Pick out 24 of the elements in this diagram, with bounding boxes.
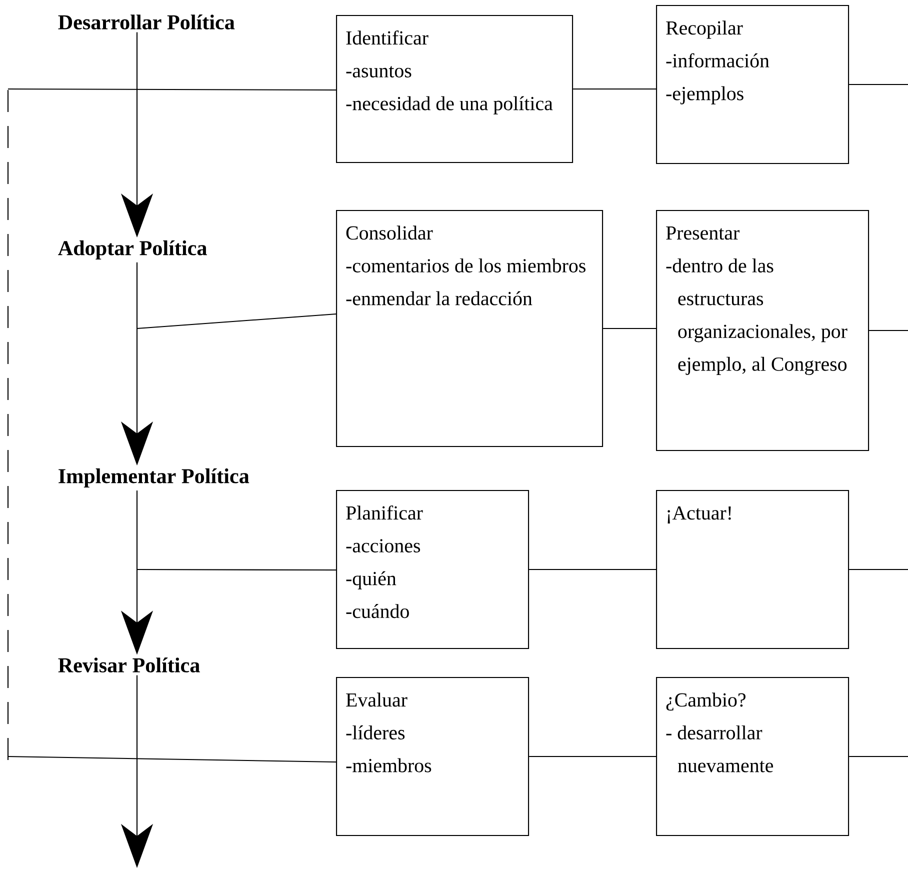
stage-heading: Revisar Política [58,658,200,672]
connector-line [8,88,336,91]
process-box: Recopilar -información -ejemplos [656,5,850,164]
connector-line [136,313,336,330]
connector-line [137,569,336,571]
stage-heading: Implementar Política [58,468,250,488]
process-box: Presentar -dentro de las estructuras organizacionales, por ejemplo, al Congreso [656,210,870,452]
connector-line [529,569,656,570]
process-box: Planificar -acciones -quién -cuándo [336,490,530,650]
connector-line [8,756,336,763]
process-box: Consolidar -comentarios de los miembros -enmendar la redacción [336,210,604,448]
connector-line [573,88,656,90]
connector-line [849,84,908,86]
process-box: Evaluar -líderes -miembros [336,677,530,836]
connector-line [849,569,908,570]
process-box: ¡Actuar! [656,490,850,650]
process-box: Identificar -asuntos -necesidad de una política [336,15,574,164]
stage-heading: Adoptar Política [58,240,207,260]
connector-line [529,756,656,758]
stage-heading: Desarrollar Política [58,14,235,30]
connector-line [849,756,908,758]
process-box: ¿Cambio? - desarrollar nuevamente [656,677,850,836]
connector-line [869,330,908,332]
connector-line [603,328,656,330]
